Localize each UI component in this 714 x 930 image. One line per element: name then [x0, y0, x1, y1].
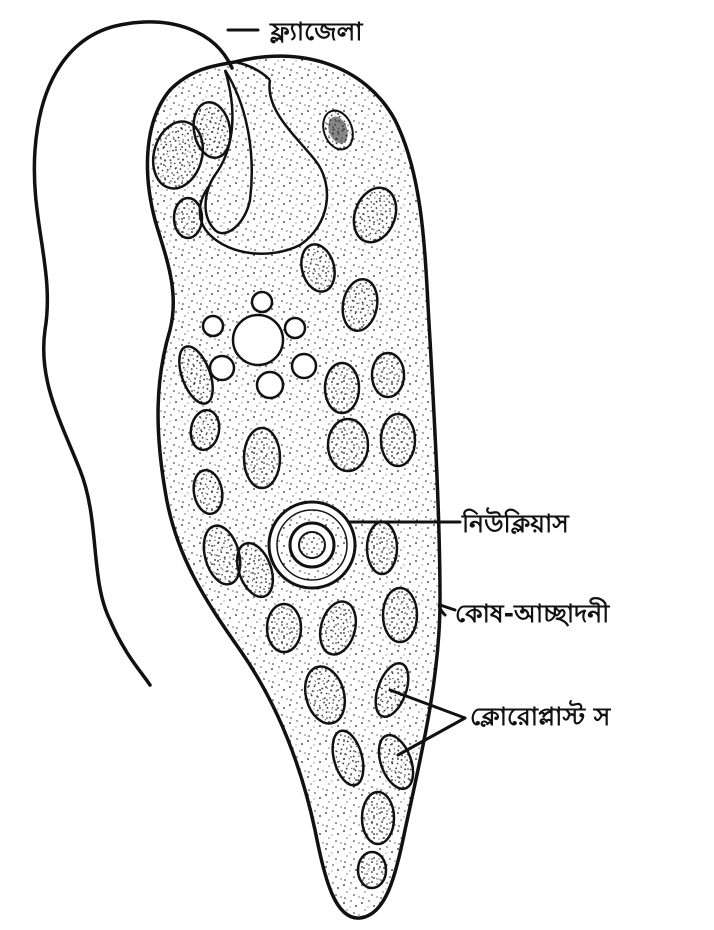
- cell-wall-label: কোষ-আচ্ছাদনী: [455, 597, 610, 628]
- chloroplast: [244, 428, 280, 488]
- cell-body: [147, 56, 440, 918]
- chloroplast: [367, 522, 397, 574]
- chloroplast: [381, 414, 415, 466]
- flagella-label: ফ্ল্যাজেলা: [269, 17, 364, 46]
- nucleus-label: নিউক্লিয়াস: [461, 507, 570, 538]
- chloroplast: [267, 604, 301, 652]
- chloroplast: [383, 588, 417, 642]
- chloroplast: [328, 419, 368, 471]
- nucleus: [269, 502, 355, 588]
- cell-wall-leader: [439, 605, 455, 615]
- chloroplast: [174, 198, 202, 238]
- chloroplast: [358, 852, 386, 888]
- chloroplast: [362, 792, 394, 844]
- chloroplasts-label: ক্লোরোপ্লাস্ট স: [470, 700, 612, 731]
- chloroplast: [325, 363, 359, 413]
- chloroplast: [372, 353, 404, 397]
